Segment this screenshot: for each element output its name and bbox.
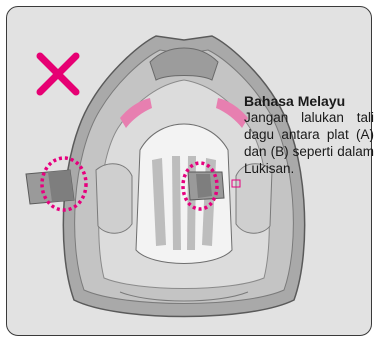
instruction-text: Bahasa Melayu Jangan lalukan tali dagu a…	[244, 93, 374, 177]
red-cross-icon	[40, 56, 76, 92]
instruction-body: Jangan lalukan tali dagu antara plat (A)…	[244, 109, 374, 177]
left-chin-strap	[26, 170, 74, 204]
language-heading: Bahasa Melayu	[244, 93, 374, 109]
left-cheek-pad	[96, 164, 132, 234]
